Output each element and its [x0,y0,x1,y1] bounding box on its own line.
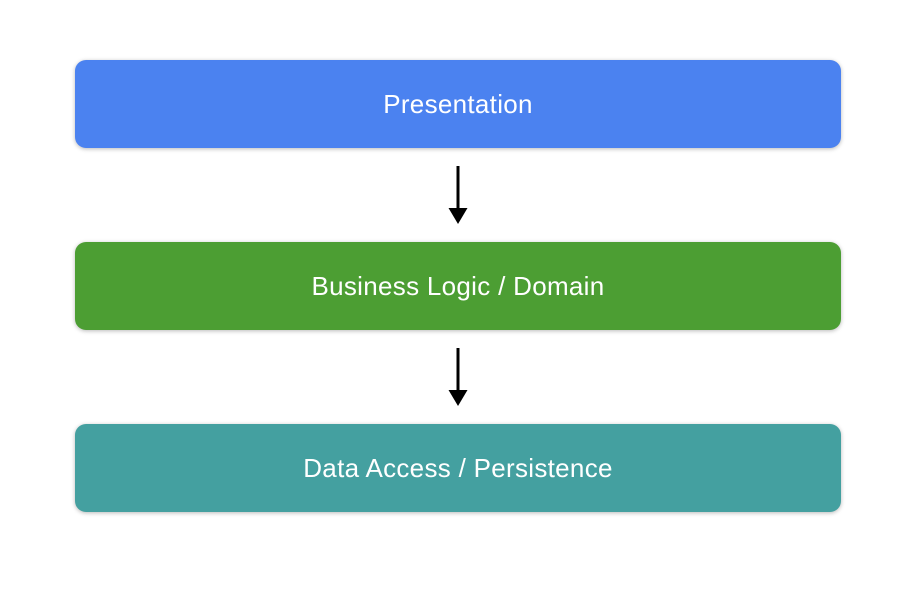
arrow-down-icon [448,166,468,224]
layer-box-presentation: Presentation [75,60,841,148]
layer-label-data-access: Data Access / Persistence [303,452,613,483]
layer-label-presentation: Presentation [383,88,533,119]
connector-gap-1 [0,148,916,242]
layer-box-business-logic: Business Logic / Domain [75,242,841,330]
layer-box-data-access: Data Access / Persistence [75,424,841,512]
connector-gap-2 [0,330,916,424]
layer-label-business-logic: Business Logic / Domain [311,270,605,301]
arrow-down-icon [448,348,468,406]
